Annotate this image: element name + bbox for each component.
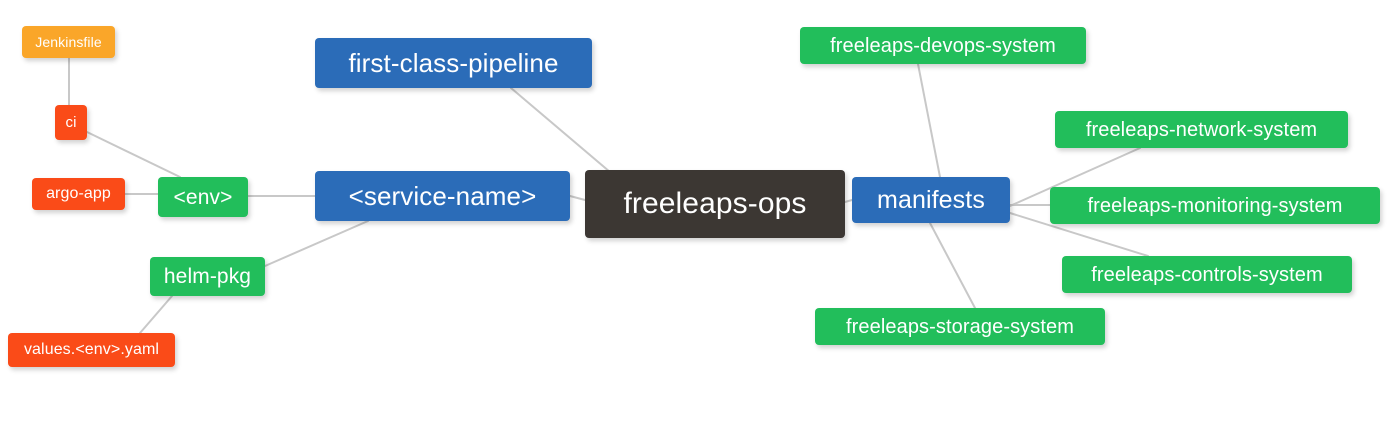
edge-manifests-to-freeleaps-devops-system	[917, 63, 941, 178]
node-freeleaps-controls-system[interactable]: freeleaps-controls-system	[1062, 256, 1352, 293]
node-label-freeleaps-controls-system: freeleaps-controls-system	[1091, 263, 1323, 286]
node-freeleaps-storage-system[interactable]: freeleaps-storage-system	[815, 308, 1105, 345]
node-label-service-name: <service-name>	[348, 181, 537, 211]
node-label-manifests: manifests	[877, 185, 985, 214]
node-label-helm-pkg: helm-pkg	[163, 265, 252, 288]
node-jenkinsfile[interactable]: Jenkinsfile	[22, 26, 115, 58]
node-freeleaps-ops[interactable]: freeleaps-ops	[585, 170, 845, 238]
node-freeleaps-monitoring-system[interactable]: freeleaps-monitoring-system	[1050, 187, 1380, 224]
node-first-class-pipeline[interactable]: first-class-pipeline	[315, 38, 592, 88]
node-label-freeleaps-devops-system: freeleaps-devops-system	[830, 34, 1056, 57]
node-freeleaps-network-system[interactable]: freeleaps-network-system	[1055, 111, 1348, 148]
edge-helm-pkg-to-values-yaml	[139, 295, 173, 334]
node-label-env: <env>	[173, 185, 233, 209]
node-label-freeleaps-storage-system: freeleaps-storage-system	[845, 315, 1075, 338]
edge-freeleaps-ops-to-service-name	[569, 195, 586, 201]
node-env[interactable]: <env>	[158, 177, 248, 217]
edge-manifests-to-freeleaps-storage-system	[929, 222, 976, 309]
node-helm-pkg[interactable]: helm-pkg	[150, 257, 265, 296]
node-label-freeleaps-network-system: freeleaps-network-system	[1085, 118, 1318, 141]
node-label-jenkinsfile: Jenkinsfile	[35, 34, 102, 50]
node-ci[interactable]: ci	[55, 105, 87, 140]
node-label-freeleaps-monitoring-system: freeleaps-monitoring-system	[1087, 194, 1343, 217]
node-label-first-class-pipeline: first-class-pipeline	[348, 48, 559, 78]
edge-freeleaps-ops-to-manifests	[844, 199, 853, 203]
node-label-freeleaps-ops: freeleaps-ops	[623, 187, 807, 220]
edge-env-to-ci	[86, 131, 181, 178]
node-label-argo-app: argo-app	[46, 185, 111, 202]
edge-service-name-to-helm-pkg	[264, 220, 369, 267]
edge-freeleaps-ops-to-first-class-pipeline	[510, 87, 611, 173]
node-manifests[interactable]: manifests	[852, 177, 1010, 223]
node-argo-app[interactable]: argo-app	[32, 178, 125, 210]
node-label-values-yaml: values.<env>.yaml	[23, 341, 160, 358]
node-label-ci: ci	[65, 114, 77, 131]
node-service-name[interactable]: <service-name>	[315, 171, 570, 221]
node-freeleaps-devops-system[interactable]: freeleaps-devops-system	[800, 27, 1086, 64]
node-values-yaml[interactable]: values.<env>.yaml	[8, 333, 175, 367]
